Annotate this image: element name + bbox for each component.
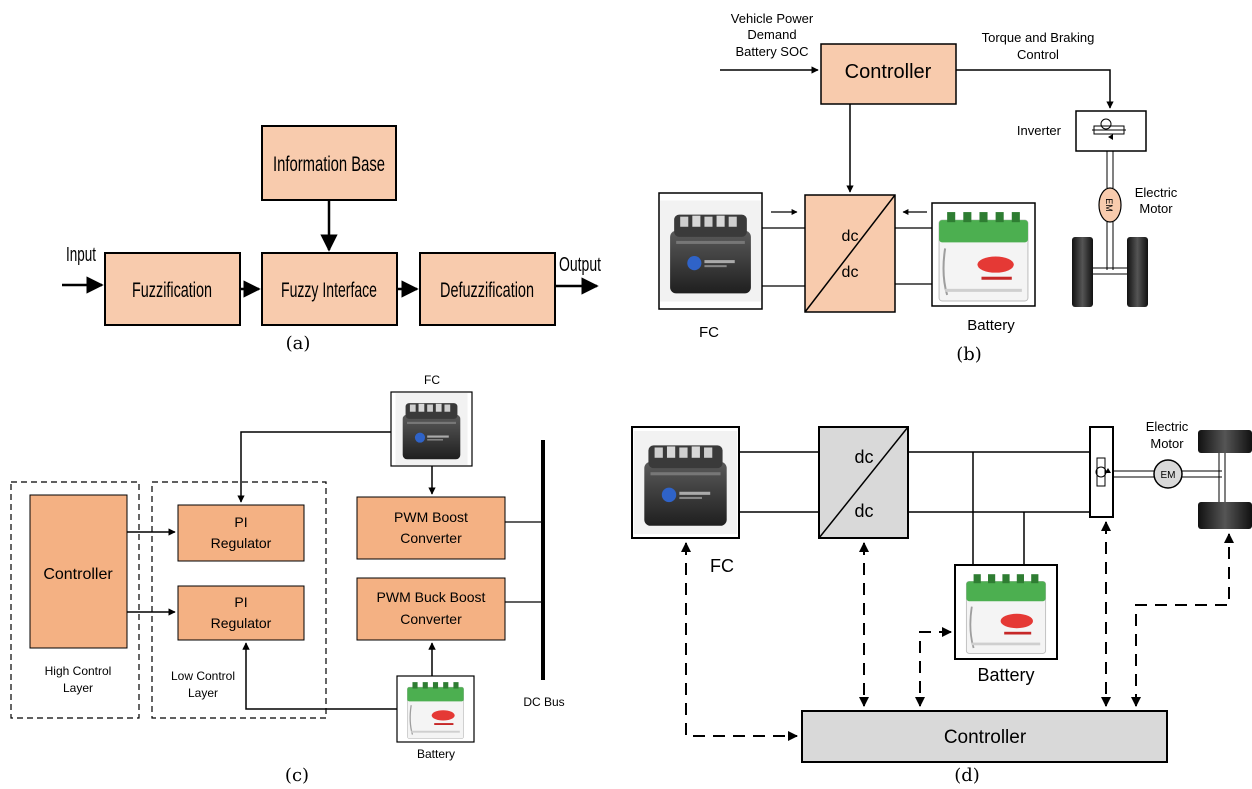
pi-regulator-1-line2: Regulator [211,535,272,551]
low-control-line1: Low Control [171,669,235,683]
wheel-controller-dashed-link [1131,533,1234,707]
dcdc-diagonal-b [804,194,896,313]
controller-block-d [801,710,1168,763]
fc-image-d [634,431,737,534]
wheel-bottom-d [1198,502,1252,529]
panel-c: Controller High Control Layer PI Regulat… [10,373,565,786]
dc-bottom-d: dc [854,501,873,521]
torque-line2: Control [1017,47,1059,62]
arrow-battery-to-pi2 [242,642,397,710]
caption-c: (c) [285,765,309,786]
battery-label-d: Battery [977,665,1034,685]
output-label: Output [559,254,601,276]
dcdc-diagonal-d [818,426,909,539]
high-control-line2: Layer [63,681,93,695]
fc-label-c: FC [424,373,440,387]
em-label-b: EM [1104,198,1114,212]
fc-image-c [395,393,468,465]
battery-image-b [933,204,1034,305]
battery-label-b: Battery [967,317,1015,334]
battery-soc-label: Battery SOC [736,44,809,59]
pwm-boost-block [356,496,506,560]
dc-top-d: dc [854,447,873,467]
pi-regulator-1-line1: PI [234,514,247,530]
pwm-buck-boost-block [356,577,506,641]
battery-image-c [402,677,469,741]
low-control-line2: Layer [188,686,218,700]
pi-regulator-2-line2: Regulator [211,615,272,631]
em-label-d: EM [1161,470,1176,481]
inverter-block [1075,110,1147,152]
input-label: Input [66,244,96,266]
battery-controller-dashed-link [915,627,952,707]
inverter-label: Inverter [1017,123,1062,138]
information-base-label: Information Base [273,153,385,176]
pwm-buck-boost-line1: PWM Buck Boost [377,589,486,605]
caption-b: (b) [956,344,982,365]
pwm-boost-line2: Converter [400,530,462,546]
fuzzy-interface-block [261,252,398,326]
controller-label-c: Controller [43,566,113,583]
fc-controller-dashed-link [681,542,798,741]
electric-motor-line2-d: Motor [1150,436,1184,451]
fc-image-b [660,200,761,302]
electric-motor-line1-d: Electric [1146,419,1189,434]
battery-label-c: Battery [417,747,455,761]
wheel-left-b [1072,237,1093,307]
defuzzification-label: Defuzzification [440,279,534,302]
pwm-boost-line1: PWM Boost [394,509,468,525]
panel-b: Vehicle Power Demand Battery SOC Control… [658,11,1178,365]
dc-bus-label: DC Bus [523,695,564,709]
dc-top-b: dc [842,228,859,245]
caption-d: (d) [954,765,980,786]
em-motor-d [1153,459,1183,489]
low-control-layer-box [151,481,327,719]
pi-regulator-1-block [177,504,305,562]
dc-bottom-b: dc [842,264,859,281]
battery-image-d [960,567,1052,657]
defuzzification-block [419,252,556,326]
em-motor-b [1098,187,1122,223]
high-control-layer-box [10,481,140,719]
fc-label-d: FC [710,556,734,576]
controller-block-b [820,43,957,105]
torque-line1: Torque and Braking [982,30,1095,45]
vehicle-power-line1: Vehicle Power [731,11,814,26]
inverter-symbol-icon [1092,118,1126,140]
arrow-fc-to-pi1 [237,431,391,503]
caption-a: (a) [286,333,311,354]
wheel-top-d [1198,430,1252,453]
pwm-buck-boost-line2: Converter [400,611,462,627]
electric-motor-line2-b: Motor [1139,201,1173,216]
controller-label-d: Controller [944,727,1027,748]
panel-d: FC dc dc Battery EM Electric Motor [631,419,1252,786]
electric-motor-line1-b: Electric [1135,185,1178,200]
controller-block-c [29,494,128,649]
inverter-symbol-icon-d [1095,457,1111,487]
fuzzification-block [104,252,241,326]
information-base-block [261,125,397,201]
fuzzification-label: Fuzzification [132,279,212,302]
panel-a: Information Base Fuzzification Fuzzy Int… [62,125,601,354]
pi-regulator-2-line1: PI [234,594,247,610]
inverter-block-d [1089,426,1114,518]
fuzzy-interface-label: Fuzzy Interface [281,279,377,302]
controller-label-b: Controller [845,61,932,83]
wheel-right-b [1127,237,1148,307]
fc-label-b: FC [699,324,719,341]
arrow-controller-to-inverter [956,69,1114,109]
high-control-line1: High Control [45,664,112,678]
pi-regulator-2-block [177,585,305,641]
vehicle-power-line2: Demand [747,27,796,42]
